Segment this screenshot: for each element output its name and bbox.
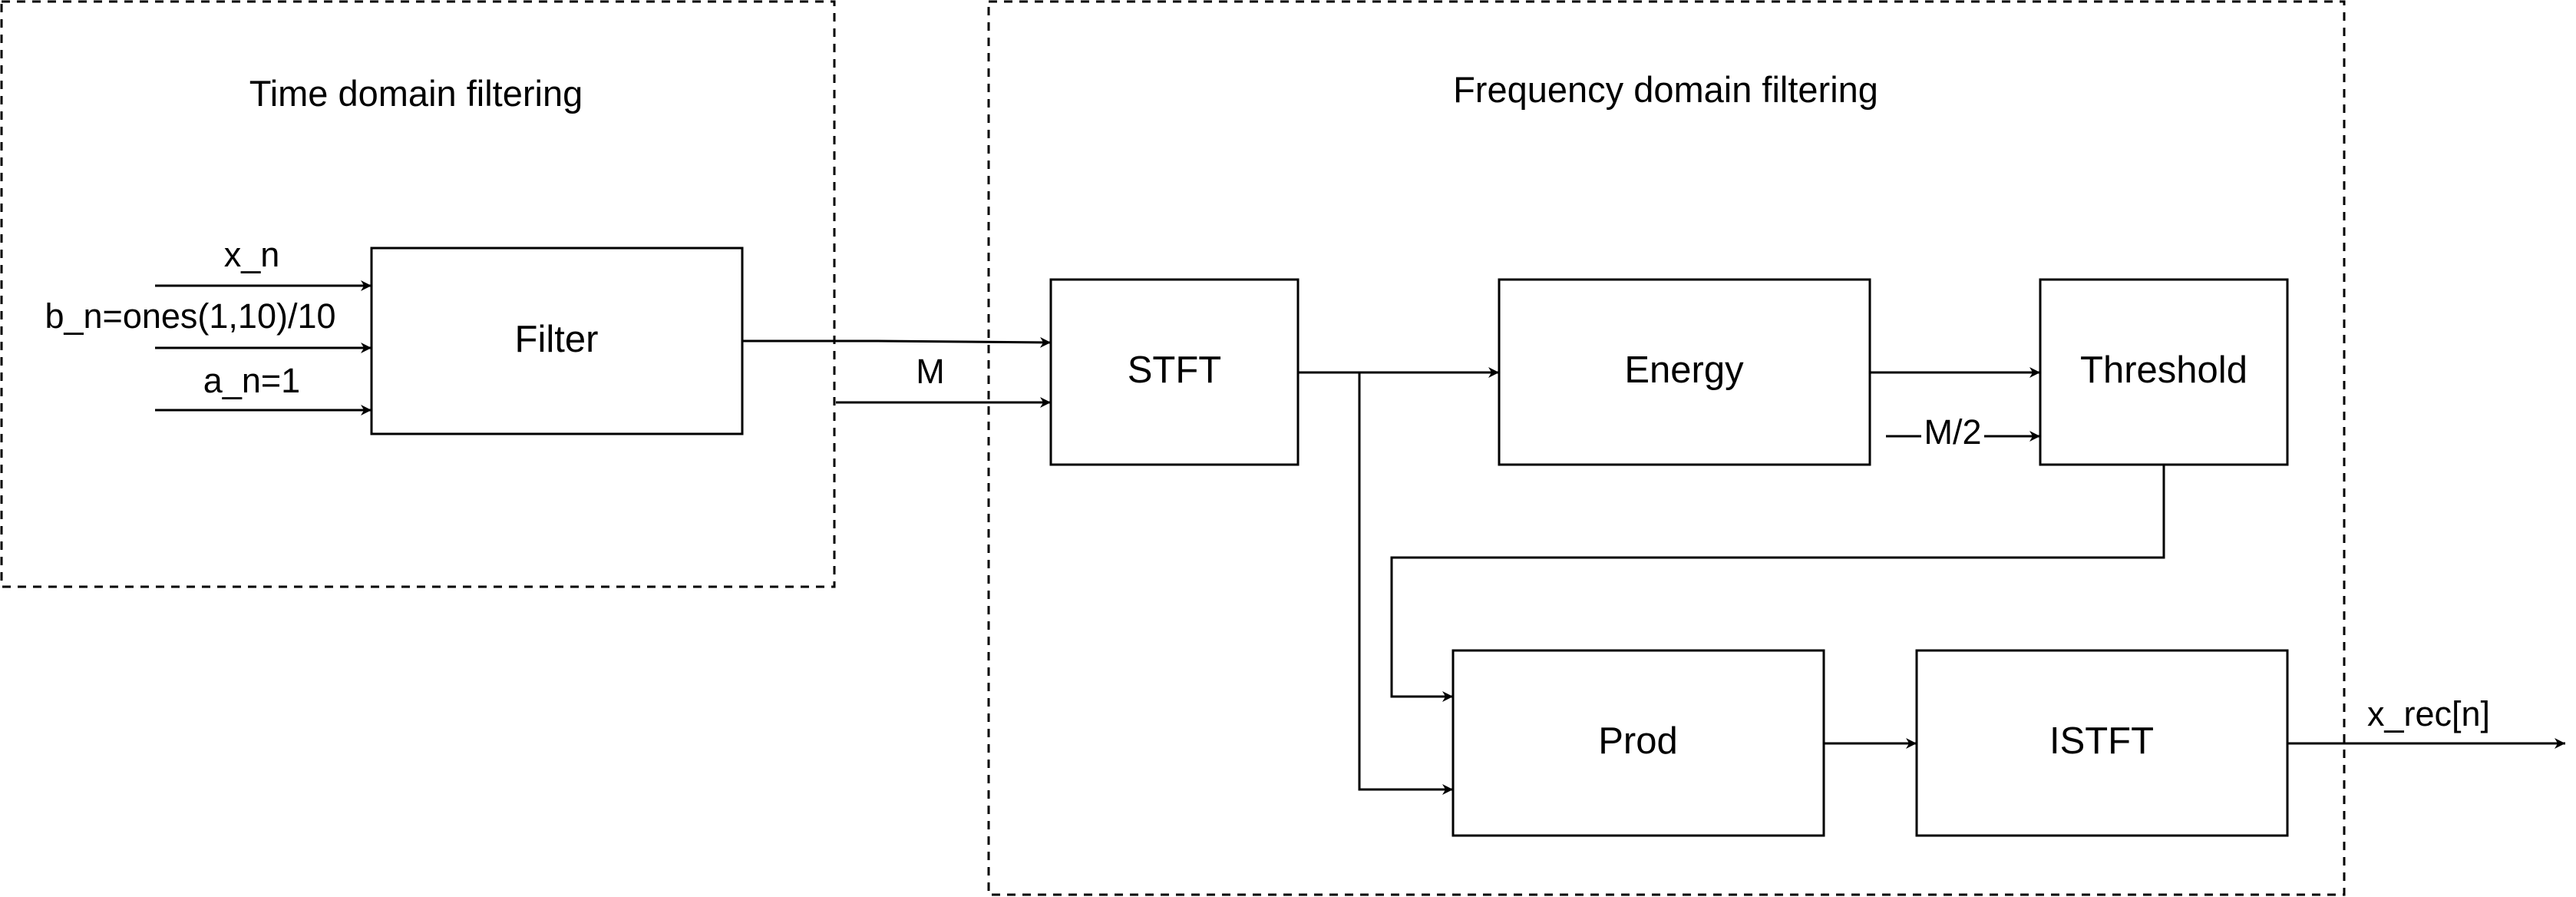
output-label: x_rec[n] [2367, 694, 2490, 733]
prod-block-label: Prod [1598, 720, 1678, 762]
frequency-domain-title: Frequency domain filtering [1453, 69, 1878, 110]
prod-block: Prod [1451, 649, 1825, 837]
threshold-block: Threshold [2039, 278, 2289, 466]
b-n-label: b_n=ones(1,10)/10 [45, 296, 335, 336]
energy-block: Energy [1498, 278, 1871, 466]
threshold-block-label: Threshold [2080, 349, 2247, 391]
istft-block-label: ISTFT [2049, 720, 2154, 762]
filter-block: Filter [370, 247, 744, 435]
filter-block-label: Filter [515, 319, 599, 360]
a-n-label: a_n=1 [203, 361, 300, 400]
energy-block-label: Energy [1624, 349, 1744, 391]
x-n-label: x_n [224, 235, 280, 274]
istft-block: ISTFT [1915, 649, 2289, 837]
frequency-domain-group [987, 0, 2346, 896]
stft-block-label: STFT [1128, 349, 1221, 391]
stft-block: STFT [1049, 278, 1300, 466]
filter-to-stft-arrow [742, 336, 1052, 348]
m-half-label: M/2 [1924, 412, 1981, 452]
time-domain-title: Time domain filtering [249, 73, 583, 114]
threshold-to-prod-arrow [1390, 465, 2165, 702]
m-label: M [916, 352, 945, 391]
time-domain-group [0, 0, 836, 588]
stft-to-prod-arrow [1358, 372, 1453, 795]
